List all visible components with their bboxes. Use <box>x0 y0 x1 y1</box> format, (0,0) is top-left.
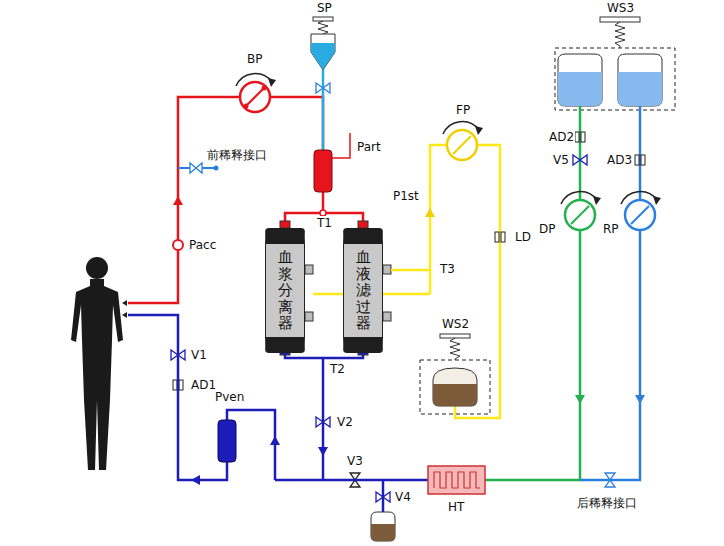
dialysate-pump <box>561 192 601 230</box>
part-label: SP <box>316 1 333 15</box>
part-label: WS3 <box>606 1 635 15</box>
part-label: V2 <box>336 415 354 429</box>
part-label: HT <box>447 500 465 514</box>
clamp-valves <box>171 155 615 502</box>
replacement-pump <box>621 192 661 230</box>
filter-name: 血浆分离器 <box>278 249 293 332</box>
part-label: Pven <box>214 390 245 404</box>
part-label: Part <box>356 140 382 154</box>
flow-arrow <box>191 475 200 485</box>
filter-column: 血浆分离器 <box>265 228 305 353</box>
patient-figure <box>71 257 127 470</box>
arterial-line <box>128 97 350 303</box>
dialysate-line <box>485 106 580 480</box>
waste-bottle <box>371 512 395 541</box>
syringe-pump <box>311 17 335 150</box>
replacement-line <box>580 106 640 480</box>
part-label: V1 <box>190 348 208 362</box>
filtrate-bag-scale <box>420 334 490 414</box>
part-label: 前稀释接口 <box>206 148 268 162</box>
flow-arrow <box>270 436 280 445</box>
filter-column: 血液滤过器 <box>343 228 383 353</box>
part-label: 后稀释接口 <box>576 496 638 510</box>
tube-connector <box>285 353 363 359</box>
pressure-sensor <box>173 240 183 250</box>
leak-detector <box>495 232 505 242</box>
part-label: T3 <box>439 262 456 276</box>
part-label: V5 <box>552 153 570 167</box>
substitution-scale <box>555 17 675 110</box>
part-label: T2 <box>329 362 346 376</box>
flow-arrow <box>173 196 183 205</box>
part-label: LD <box>514 230 532 244</box>
part-label: DP <box>538 222 556 236</box>
heater <box>428 466 485 494</box>
part-label: Pacc <box>188 238 217 252</box>
part-label: FP <box>455 103 471 117</box>
part-label: AD2 <box>548 130 575 144</box>
filtrate-line <box>313 145 500 418</box>
arterial-chamber <box>314 150 332 192</box>
filter-name: 血液滤过器 <box>356 249 371 332</box>
flow-arrow <box>575 395 585 404</box>
part-label: V4 <box>394 490 412 504</box>
venous-chamber <box>218 420 236 462</box>
flow-arrow <box>635 395 645 404</box>
part-label: BP <box>246 52 263 66</box>
flow-arrow <box>425 208 435 217</box>
filtrate-pump <box>443 122 483 160</box>
part-label: V3 <box>346 454 364 468</box>
part-label: AD3 <box>606 153 633 167</box>
flow-arrow <box>318 447 328 456</box>
air-detectors <box>173 132 645 390</box>
part-label: WS2 <box>441 317 470 331</box>
part-label: T1 <box>316 216 333 230</box>
part-label: RP <box>602 222 620 236</box>
pre-dilution-port <box>178 163 219 173</box>
part-label: P1st <box>392 189 420 203</box>
blood-pump <box>236 74 276 112</box>
